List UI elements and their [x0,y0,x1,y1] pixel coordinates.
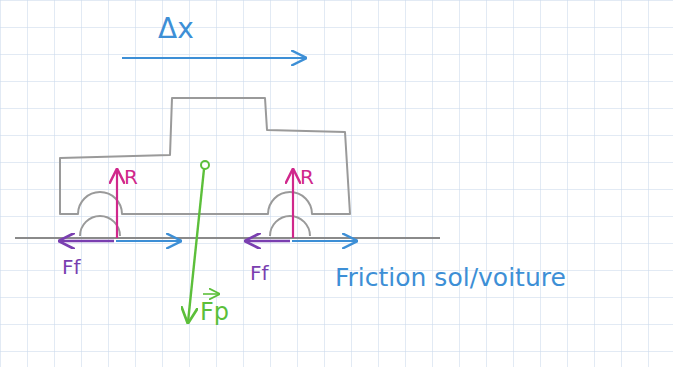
reaction-arrow [116,170,118,238]
friction-arrow [60,240,114,242]
displacement-arrow [122,57,305,59]
vector-sign [203,293,219,295]
friction-arrow [246,240,290,242]
ground-line [15,237,440,239]
annotation-text: Friction sol/voiture [335,264,566,292]
force-label: Fp [200,299,229,325]
displacement-label: Δx [158,14,194,45]
traction-arrow [292,240,356,242]
force-label: Ff [62,256,81,278]
center-of-mass [201,161,209,169]
force-label: R [300,166,314,188]
reaction-arrow [292,170,294,238]
traction-arrow [116,240,180,242]
force-label: R [124,166,138,188]
car-wheel [80,216,120,236]
car-body [60,98,350,214]
force-label: Ff [250,262,269,284]
car-wheel [270,216,310,236]
